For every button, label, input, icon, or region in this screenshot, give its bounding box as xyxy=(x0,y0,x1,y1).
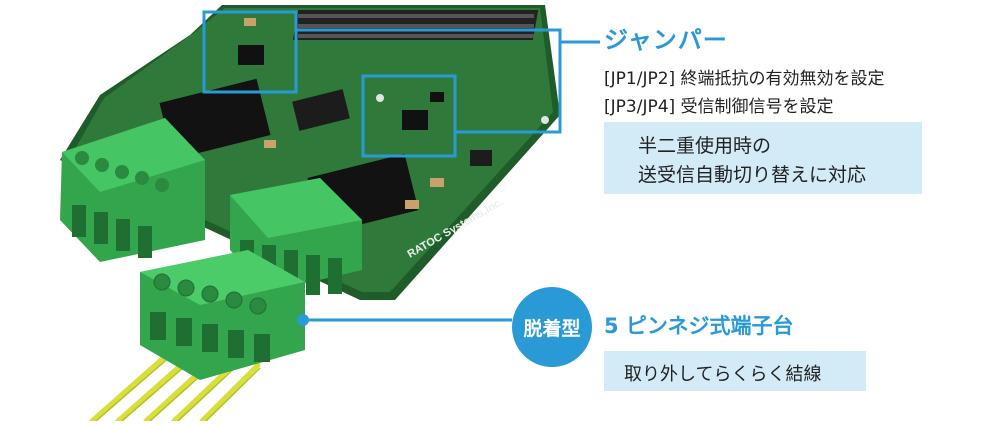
detachable-terminal-plug xyxy=(140,250,305,380)
board-terminal-left xyxy=(60,118,205,262)
terminal-leader-line xyxy=(297,314,512,326)
easy-wiring-text: 取り外してらくらく結線 xyxy=(624,364,822,385)
jp1-jp2-description: [JP1/JP2] 終端抵抗の有効無効を設定 xyxy=(604,69,885,89)
detachable-badge: 脱着型 xyxy=(512,287,592,367)
terminal-title: 5 ピンネジ式端子台 xyxy=(604,314,794,338)
connector-dot-icon xyxy=(297,314,309,326)
feature-line-1: 半二重使用時の xyxy=(638,135,772,157)
easy-wiring-note: 取り外してらくらく結線 xyxy=(604,351,866,391)
jumper-title: ジャンパー xyxy=(604,26,728,54)
jumper-highlight-icon xyxy=(202,10,600,158)
jp3-jp4-description: [JP3/JP4] 受信制御信号を設定 xyxy=(604,97,834,117)
feature-line-2: 送受信自動切り替えに対応 xyxy=(638,164,867,186)
half-duplex-feature-box: 半二重使用時の 送受信自動切り替えに対応 xyxy=(604,122,922,194)
pcb-board: RATOC Systems,Inc. xyxy=(60,5,560,300)
